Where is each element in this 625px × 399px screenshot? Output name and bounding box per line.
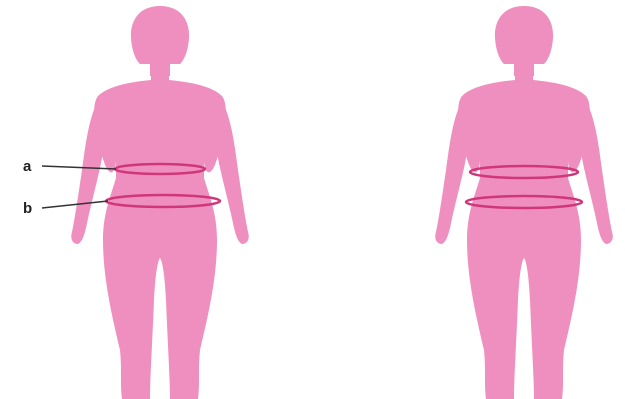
right-body-silhouette: [435, 6, 613, 399]
leader-line-b: [42, 201, 108, 208]
label-b: b: [23, 200, 32, 217]
right-figure: [435, 6, 613, 399]
leader-line-a: [42, 166, 116, 169]
left-figure: a b: [23, 6, 249, 399]
label-a: a: [23, 158, 32, 175]
